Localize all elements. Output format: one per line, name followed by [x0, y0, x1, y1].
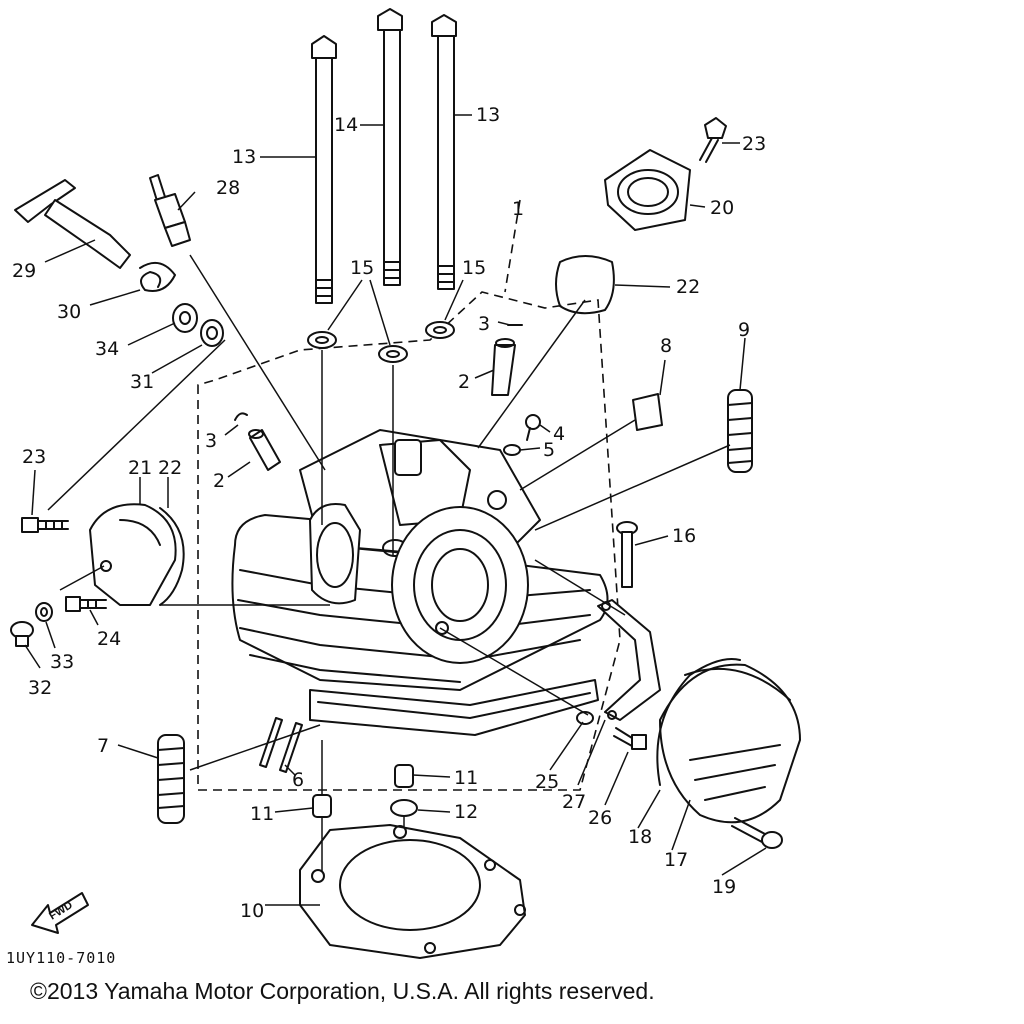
- callout-15-right: 15: [462, 257, 486, 279]
- spring-9: [727, 389, 753, 473]
- seal-31: [200, 319, 224, 347]
- studs-6: [259, 717, 303, 773]
- head-bolt-right: [431, 14, 457, 290]
- assembly-dashed-outline: [197, 199, 621, 791]
- callout-1: 1: [512, 198, 524, 220]
- valve-guide-right: [491, 338, 516, 396]
- callout-2-left: 2: [213, 470, 225, 492]
- callout-14: 14: [334, 114, 358, 136]
- washer-5: [503, 444, 521, 456]
- callout-32: 32: [28, 677, 52, 699]
- callout-3-right: 3: [478, 313, 490, 335]
- plug-32: [10, 621, 34, 647]
- bolt-26: [613, 727, 647, 750]
- callout-23-top: 23: [742, 133, 766, 155]
- fwd-arrow-icon: FWD: [31, 892, 89, 934]
- cylinder-head: [231, 429, 609, 736]
- callout-27: 27: [562, 791, 586, 813]
- spring-7: [157, 734, 185, 824]
- callout-4: 4: [553, 423, 565, 445]
- callout-24: 24: [97, 628, 121, 650]
- gasket-22-top: [555, 255, 615, 315]
- bolt-23-top: [699, 117, 727, 163]
- callout-labels: 1 2 2 3 3 4 5 6 7 8 9 10 11 11 12 13 13 …: [12, 104, 766, 922]
- spring-30: [139, 261, 176, 292]
- callout-17: 17: [664, 849, 688, 871]
- clip-3-left: [234, 412, 248, 421]
- gasket-22-left: [159, 507, 185, 606]
- oring-12: [390, 799, 418, 817]
- head-bolt-middle: [377, 8, 403, 286]
- callout-30: 30: [57, 301, 81, 323]
- leader-lines: [24, 114, 767, 906]
- bolt-24: [65, 596, 107, 612]
- callout-29: 29: [12, 260, 36, 282]
- callout-19: 19: [712, 876, 736, 898]
- washer-15-group: [307, 321, 455, 363]
- reference-code: 1UY110-7010: [6, 949, 116, 967]
- callout-31: 31: [130, 371, 154, 393]
- cap-8: [632, 393, 663, 431]
- head-bolt-left: [311, 35, 337, 304]
- callout-12: 12: [454, 801, 478, 823]
- callout-5: 5: [543, 439, 555, 461]
- screw-4: [525, 414, 541, 441]
- callout-11-left: 11: [250, 803, 274, 825]
- valve-cover-17: [659, 663, 801, 824]
- washer-34: [172, 303, 198, 333]
- washer-25: [576, 711, 594, 725]
- callout-10: 10: [240, 900, 264, 922]
- bolt-19: [731, 817, 783, 849]
- callout-22-left: 22: [158, 457, 182, 479]
- head-gasket-10: [299, 824, 526, 959]
- dowel-11-left: [312, 794, 332, 818]
- callout-6: 6: [292, 769, 304, 791]
- gasket-18: [656, 658, 741, 786]
- shaft-29: [14, 179, 131, 269]
- callout-22-top: 22: [676, 276, 700, 298]
- callout-33: 33: [50, 651, 74, 673]
- callout-25: 25: [535, 771, 559, 793]
- spark-plug-28: [149, 174, 191, 247]
- callout-34: 34: [95, 338, 119, 360]
- plate-27: [597, 599, 661, 721]
- callout-7: 7: [97, 735, 109, 757]
- callout-15-left: 15: [350, 257, 374, 279]
- callout-16: 16: [672, 525, 696, 547]
- callout-8: 8: [660, 335, 672, 357]
- side-cover-21: [89, 503, 177, 606]
- bolt-16: [616, 521, 638, 588]
- callout-26: 26: [588, 807, 612, 829]
- dowel-11-right: [394, 764, 414, 788]
- callout-21: 21: [128, 457, 152, 479]
- callout-9: 9: [738, 319, 750, 341]
- cover-20: [604, 149, 691, 231]
- callout-2-right: 2: [458, 371, 470, 393]
- valve-guide-left: [248, 429, 281, 471]
- callout-13-left: 13: [232, 146, 256, 168]
- callout-20: 20: [710, 197, 734, 219]
- copyright-notice: ©2013 Yamaha Motor Corporation, U.S.A. A…: [30, 978, 655, 1004]
- callout-3-left: 3: [205, 430, 217, 452]
- washer-33: [35, 602, 53, 622]
- callout-11-right: 11: [454, 767, 478, 789]
- callout-23-left: 23: [22, 446, 46, 468]
- callout-28: 28: [216, 177, 240, 199]
- bolt-23-left: [21, 517, 69, 533]
- callout-13-right: 13: [476, 104, 500, 126]
- callout-18: 18: [628, 826, 652, 848]
